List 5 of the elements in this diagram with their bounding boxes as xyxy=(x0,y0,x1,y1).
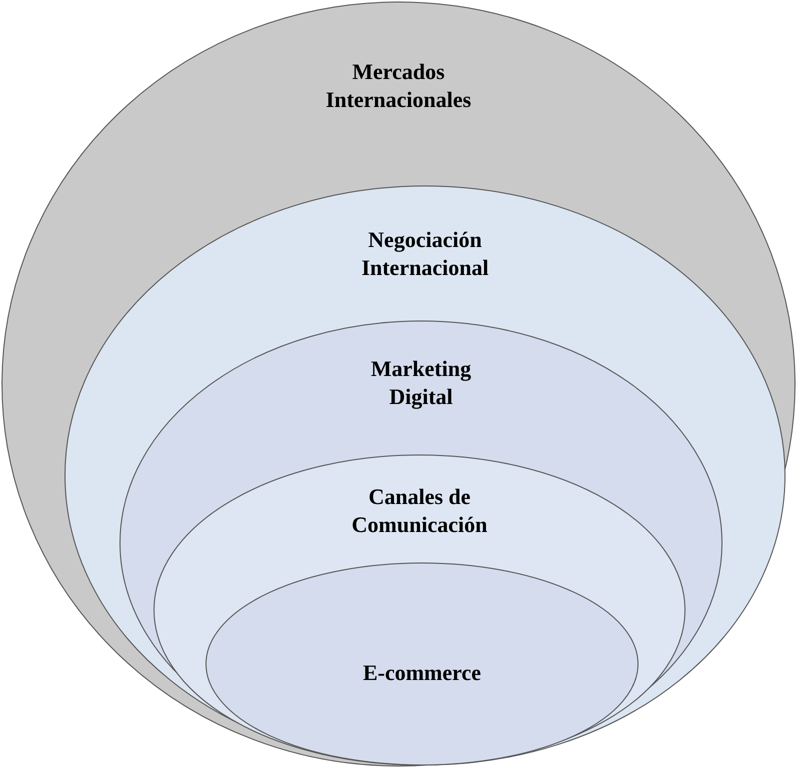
layer-label: Negociación Internacional xyxy=(360,226,490,282)
layer-label: Canales de Comunicación xyxy=(350,483,488,539)
layer-label: Mercados Internacionales xyxy=(324,58,472,114)
layer-label: E-commerce xyxy=(362,659,482,687)
layer-label: Marketing Digital xyxy=(370,355,472,411)
